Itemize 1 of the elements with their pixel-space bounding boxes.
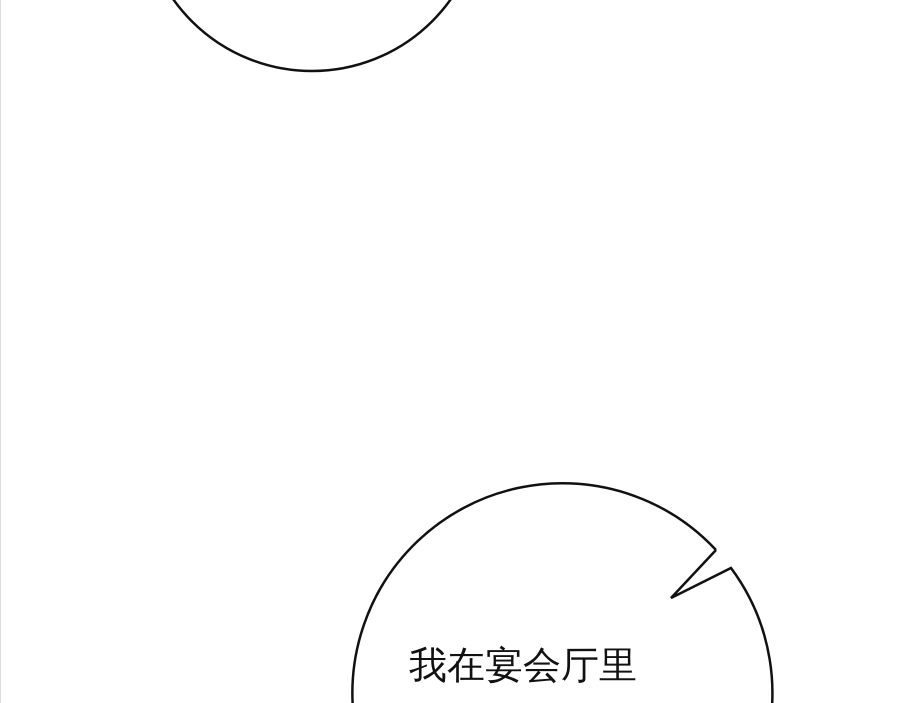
dialogue-text: 我在宴会厅里 xyxy=(409,642,637,689)
